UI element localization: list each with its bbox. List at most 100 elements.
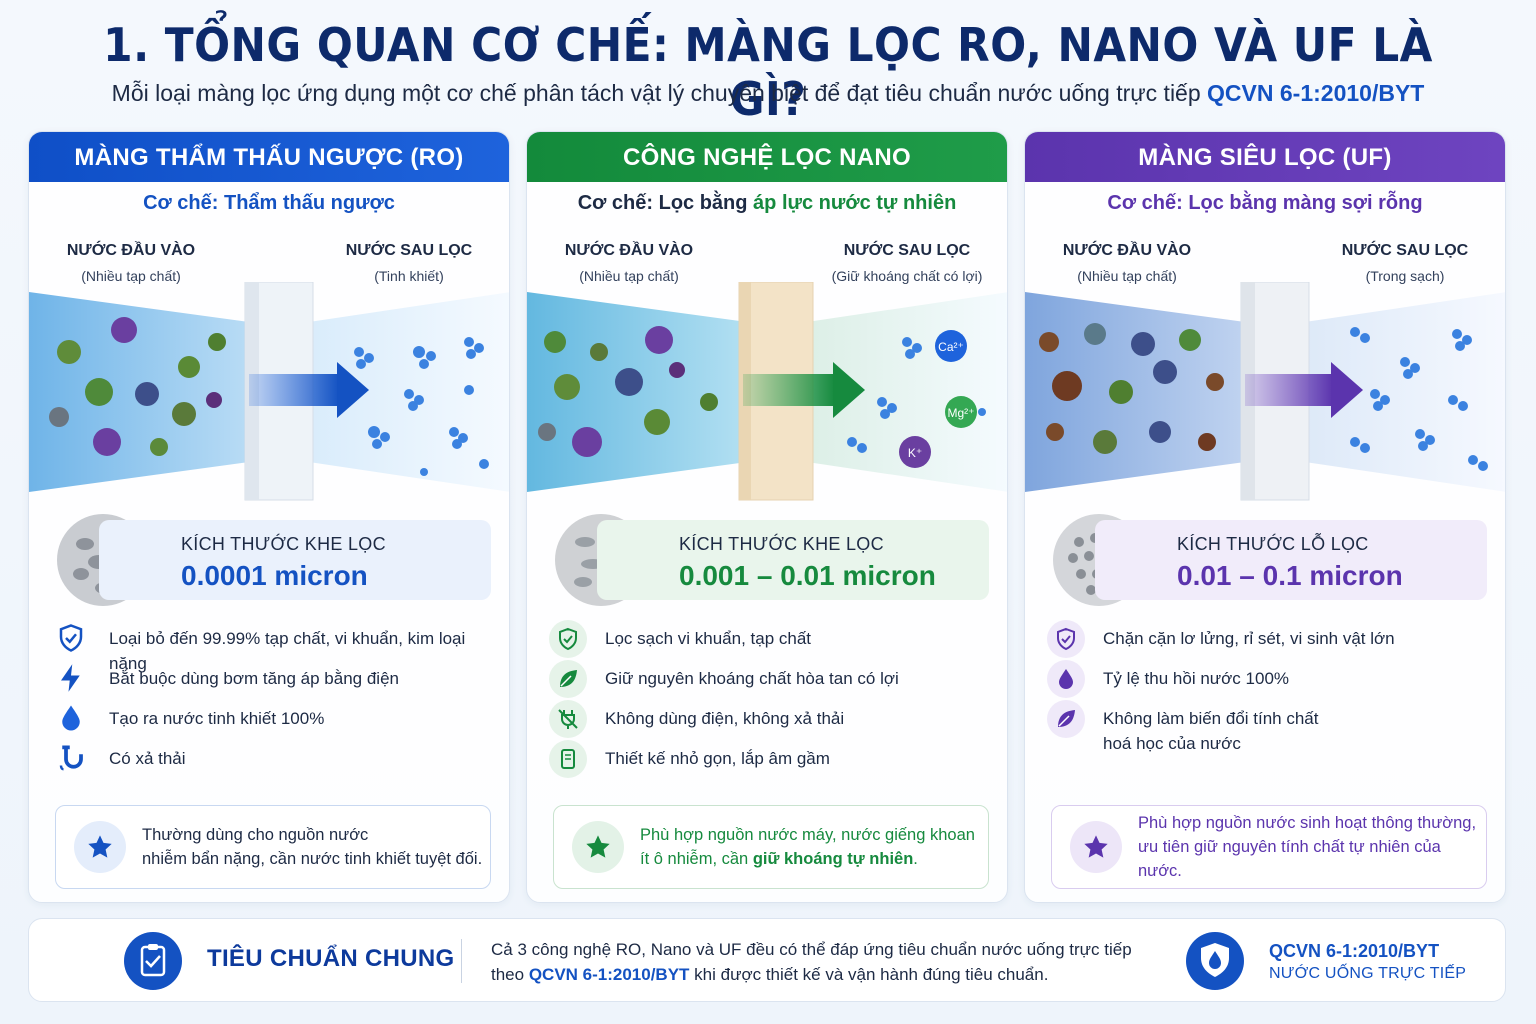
water-drop-icon bbox=[51, 700, 91, 736]
footer-text: Cả 3 công nghệ RO, Nano và UF đều có thể… bbox=[491, 937, 1132, 987]
feature-text: Tỷ lệ thu hồi nước 100% bbox=[1103, 669, 1290, 688]
uf-output-sub: (Trong sạch) bbox=[1365, 268, 1445, 284]
ro-input-label: NƯỚC ĐẦU VÀO (Nhiều tạp chất) bbox=[41, 242, 221, 284]
nano-output-title: NƯỚC SAU LỌC bbox=[843, 242, 971, 259]
shield-check-icon bbox=[1047, 620, 1085, 658]
mechanism-text: Cơ chế: Lọc bằng bbox=[577, 192, 754, 214]
list-item: Loại bỏ đến 99.99% tạp chất, vi khuẩn, k… bbox=[51, 620, 501, 673]
ro-card-header: MÀNG THẨM THẤU NGƯỢC (RO) bbox=[29, 132, 509, 182]
feature-text: Không dùng điện, không xả thải bbox=[605, 709, 845, 728]
clipboard-check-icon bbox=[124, 932, 182, 990]
nano-input-label: NƯỚC ĐẦU VÀO (Nhiều tạp chất) bbox=[539, 242, 719, 284]
nano-pore-label: KÍCH THƯỚC KHE LỌC bbox=[679, 534, 884, 554]
shield-drop-icon bbox=[1186, 932, 1244, 990]
uf-pore-box bbox=[1095, 520, 1487, 600]
list-item: Lọc sạch vi khuẩn, tạp chất bbox=[549, 620, 999, 660]
note-line: Phù hợp nguồn nước máy, nước giếng khoan bbox=[640, 826, 975, 844]
nano-input-sub: (Nhiều tạp chất) bbox=[579, 268, 679, 284]
nano-flow-illustration: Ca²⁺ Mg²⁺ K⁺ bbox=[527, 282, 1007, 508]
footer-line: Cả 3 công nghệ RO, Nano và UF đều có thể… bbox=[491, 940, 1132, 959]
page-title: 1. TỔNG QUAN CƠ CHẾ: MÀNG LỌC RO, NANO V… bbox=[103, 18, 1433, 126]
uf-input-label: NƯỚC ĐẦU VÀO (Nhiều tạp chất) bbox=[1037, 242, 1217, 284]
uf-mechanism: Cơ chế: Lọc bằng màng sợi rỗng bbox=[1107, 192, 1423, 214]
nano-card: CÔNG NGHỆ LỌC NANO Cơ chế: Lọc bằng áp l… bbox=[526, 131, 1008, 903]
nano-mechanism: Cơ chế: Lọc bằng áp lực nước tự nhiên bbox=[527, 192, 1007, 215]
list-item: Bắt buộc dùng bơm tăng áp bằng điện bbox=[51, 660, 501, 700]
note-text: . bbox=[913, 850, 918, 868]
lightning-icon bbox=[51, 660, 91, 696]
ro-card: MÀNG THẨM THẤU NGƯỢC (RO) Cơ chế: Thẩm t… bbox=[28, 131, 510, 903]
feature-text: Bắt buộc dùng bơm tăng áp bằng điện bbox=[109, 669, 399, 688]
page-subtitle: Mỗi loại màng lọc ứng dụng một cơ chế ph… bbox=[0, 80, 1536, 107]
no-plug-icon bbox=[549, 700, 587, 738]
list-item: Chặn cặn lơ lửng, rỉ sét, vi sinh vật lớ… bbox=[1047, 620, 1497, 660]
uf-water-molecule-icon bbox=[1350, 327, 1488, 471]
note-text: ít ô nhiễm, cần bbox=[640, 850, 753, 868]
ro-flow-illustration bbox=[29, 282, 509, 508]
nano-input-title: NƯỚC ĐẦU VÀO bbox=[564, 242, 694, 259]
uf-card: MÀNG SIÊU LỌC (UF) Cơ chế: Lọc bằng màng… bbox=[1024, 131, 1506, 903]
feature-line: Không làm biến đổi tính chất bbox=[1103, 709, 1319, 728]
footer-text-part: theo bbox=[491, 965, 529, 984]
ro-pore-value: 0.0001 micron bbox=[181, 560, 368, 591]
note-line: ưu tiên giữ nguyên tính chất tự nhiên củ… bbox=[1138, 838, 1441, 880]
list-item: Tỷ lệ thu hồi nước 100% bbox=[1047, 660, 1497, 700]
feature-line: hoá học của nước bbox=[1103, 734, 1241, 753]
common-standard-footer: TIÊU CHUẨN CHUNG Cả 3 công nghệ RO, Nano… bbox=[28, 918, 1506, 1002]
footer-title: TIÊU CHUẨN CHUNG bbox=[207, 945, 455, 972]
list-item: Có xả thải bbox=[51, 740, 501, 780]
ro-input-title: NƯỚC ĐẦU VÀO bbox=[66, 242, 196, 259]
nano-contaminant-icon bbox=[538, 326, 718, 457]
ro-pore-box bbox=[99, 520, 491, 600]
leaf-icon bbox=[549, 660, 587, 698]
list-item: Giữ nguyên khoáng chất hòa tan có lợi bbox=[549, 660, 999, 700]
subtitle-standard: QCVN 6-1:2010/BYT bbox=[1207, 80, 1425, 106]
uf-input-sub: (Nhiều tạp chất) bbox=[1077, 268, 1177, 284]
feature-text: Chặn cặn lơ lửng, rỉ sét, vi sinh vật lớ… bbox=[1103, 629, 1395, 648]
ro-pore-label: KÍCH THƯỚC KHE LỌC bbox=[181, 534, 386, 554]
note-line: Thường dùng cho nguồn nước bbox=[142, 826, 369, 844]
nano-pore-box bbox=[597, 520, 989, 600]
subtitle-text: Mỗi loại màng lọc ứng dụng một cơ chế ph… bbox=[111, 80, 1208, 106]
standard-name: NƯỚC UỐNG TRỰC TIẾP bbox=[1269, 965, 1467, 982]
ion-label: Mg²⁺ bbox=[948, 406, 975, 420]
nano-output-sub: (Giữ khoáng chất có lợi) bbox=[831, 268, 983, 284]
ion-label: Ca²⁺ bbox=[938, 340, 964, 354]
star-icon bbox=[572, 821, 624, 873]
feature-text: Lọc sạch vi khuẩn, tạp chất bbox=[605, 629, 812, 648]
nano-feature-list: Lọc sạch vi khuẩn, tạp chất Giữ nguyên k… bbox=[549, 620, 999, 780]
ro-contaminant-icon bbox=[49, 317, 226, 456]
list-item: Tạo ra nước tinh khiết 100% bbox=[51, 700, 501, 740]
uf-contaminant-icon bbox=[1039, 323, 1224, 454]
nano-card-header: CÔNG NGHỆ LỌC NANO bbox=[527, 132, 1007, 182]
uf-pore-label: KÍCH THƯỚC LỖ LỌC bbox=[1177, 534, 1369, 554]
uf-feature-list: Chặn cặn lơ lửng, rỉ sét, vi sinh vật lớ… bbox=[1047, 620, 1497, 770]
list-item: Không dùng điện, không xả thải bbox=[549, 700, 999, 740]
uf-input-title: NƯỚC ĐẦU VÀO bbox=[1062, 242, 1192, 259]
mechanism-highlight: áp lực nước tự nhiên bbox=[753, 192, 957, 214]
feature-text: Có xả thải bbox=[109, 749, 186, 768]
footer-standard-link: QCVN 6-1:2010/BYT bbox=[528, 965, 690, 984]
nano-usage-note: Phù hợp nguồn nước máy, nước giếng khoan… bbox=[553, 805, 989, 889]
feature-text: Thiết kế nhỏ gọn, lắp âm gầm bbox=[605, 749, 830, 768]
leaf-icon bbox=[1047, 700, 1085, 738]
star-icon bbox=[1070, 821, 1122, 873]
filter-unit-icon bbox=[549, 740, 587, 778]
uf-output-label: NƯỚC SAU LỌC (Trong sạch) bbox=[1315, 242, 1495, 284]
uf-usage-note: Phù hợp nguồn nước sinh hoạt thông thườn… bbox=[1051, 805, 1487, 889]
nano-output-label: NƯỚC SAU LỌC (Giữ khoáng chất có lợi) bbox=[817, 242, 997, 284]
feature-text: Loại bỏ đến 99.99% tạp chất, vi khuẩn, k… bbox=[109, 629, 466, 673]
note-line: ít ô nhiễm, cần giữ khoáng tự nhiên. bbox=[640, 847, 975, 871]
ro-feature-list: Loại bỏ đến 99.99% tạp chất, vi khuẩn, k… bbox=[51, 620, 501, 780]
note-line: nhiễm bẩn nặng, cần nước tinh khiết tuyệ… bbox=[142, 850, 483, 868]
shield-check-icon bbox=[549, 620, 587, 658]
footer-line: theo QCVN 6-1:2010/BYT khi được thiết kế… bbox=[491, 962, 1132, 987]
uf-card-header: MÀNG SIÊU LỌC (UF) bbox=[1025, 132, 1505, 182]
ro-usage-note: Thường dùng cho nguồn nước nhiễm bẩn nặng… bbox=[55, 805, 491, 889]
ro-input-sub: (Nhiều tạp chất) bbox=[81, 268, 181, 284]
feature-text: Không làm biến đổi tính chất hoá học của … bbox=[1103, 700, 1318, 756]
ro-water-molecule-icon bbox=[354, 337, 489, 476]
ro-mechanism: Cơ chế: Thẩm thấu ngược bbox=[143, 192, 395, 214]
ion-badges bbox=[899, 330, 977, 468]
nano-pore-value: 0.001 – 0.01 micron bbox=[679, 560, 936, 591]
